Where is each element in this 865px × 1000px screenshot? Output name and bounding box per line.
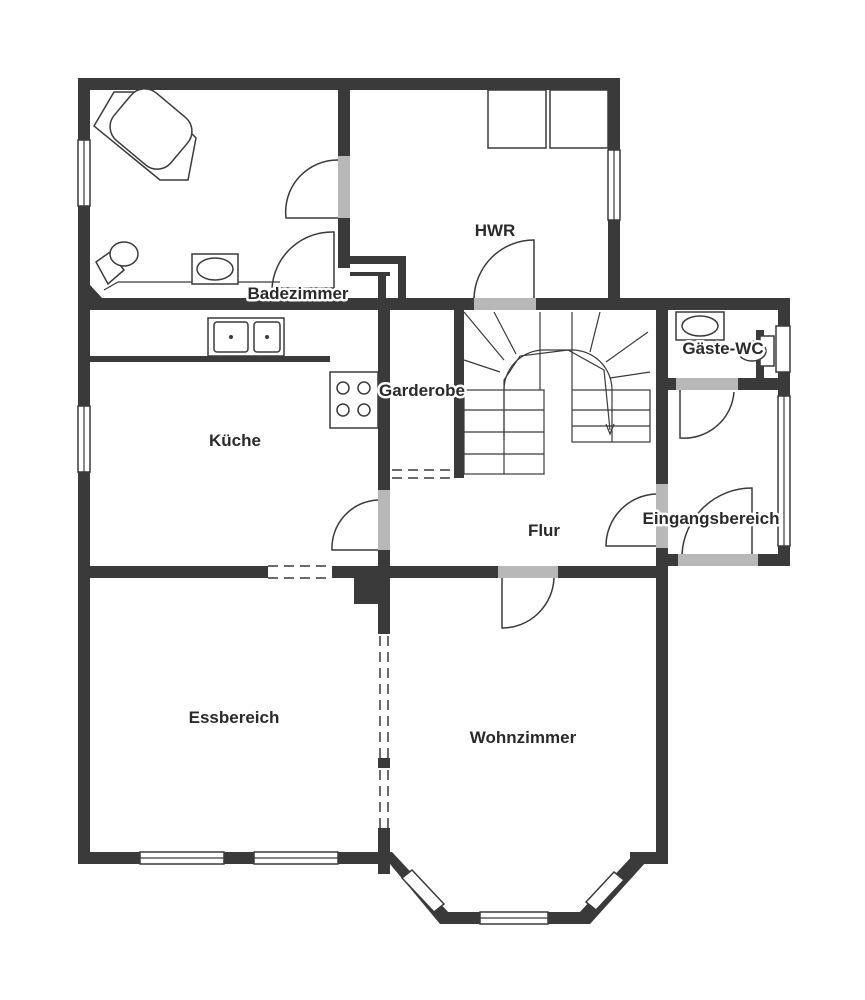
- label-garderobe: Garderobe: [379, 381, 465, 400]
- staircase: [463, 310, 656, 476]
- label-badezimmer: Badezimmer: [247, 284, 348, 303]
- openings: [268, 462, 454, 828]
- windows: [77, 139, 791, 925]
- kitchen-sink: [207, 317, 285, 357]
- sink-bath: [191, 253, 239, 285]
- label-kueche: Küche: [209, 431, 261, 450]
- sink-wc: [675, 311, 725, 341]
- exterior-walls: [78, 78, 790, 924]
- label-hwr: HWR: [475, 221, 516, 240]
- fixtures: [93, 88, 775, 429]
- toilet-wc: [737, 335, 775, 367]
- toilet-bath: [95, 241, 139, 286]
- stove: [329, 371, 379, 429]
- window-bay-left: [400, 868, 446, 914]
- window-wc: [775, 325, 791, 373]
- label-essbereich: Essbereich: [189, 708, 280, 727]
- room-labels: Badezimmer HWR Gäste-WC Küche Garderobe …: [189, 221, 782, 747]
- label-eingangsbereich: Eingangsbereich: [643, 509, 780, 528]
- washer: [487, 89, 547, 149]
- doors: [271, 156, 758, 629]
- label-gaeste-wc: Gäste-WC: [682, 339, 763, 358]
- window-bay-right: [584, 870, 626, 912]
- dryer: [549, 89, 609, 149]
- label-wohnzimmer: Wohnzimmer: [470, 728, 577, 747]
- label-flur: Flur: [528, 521, 560, 540]
